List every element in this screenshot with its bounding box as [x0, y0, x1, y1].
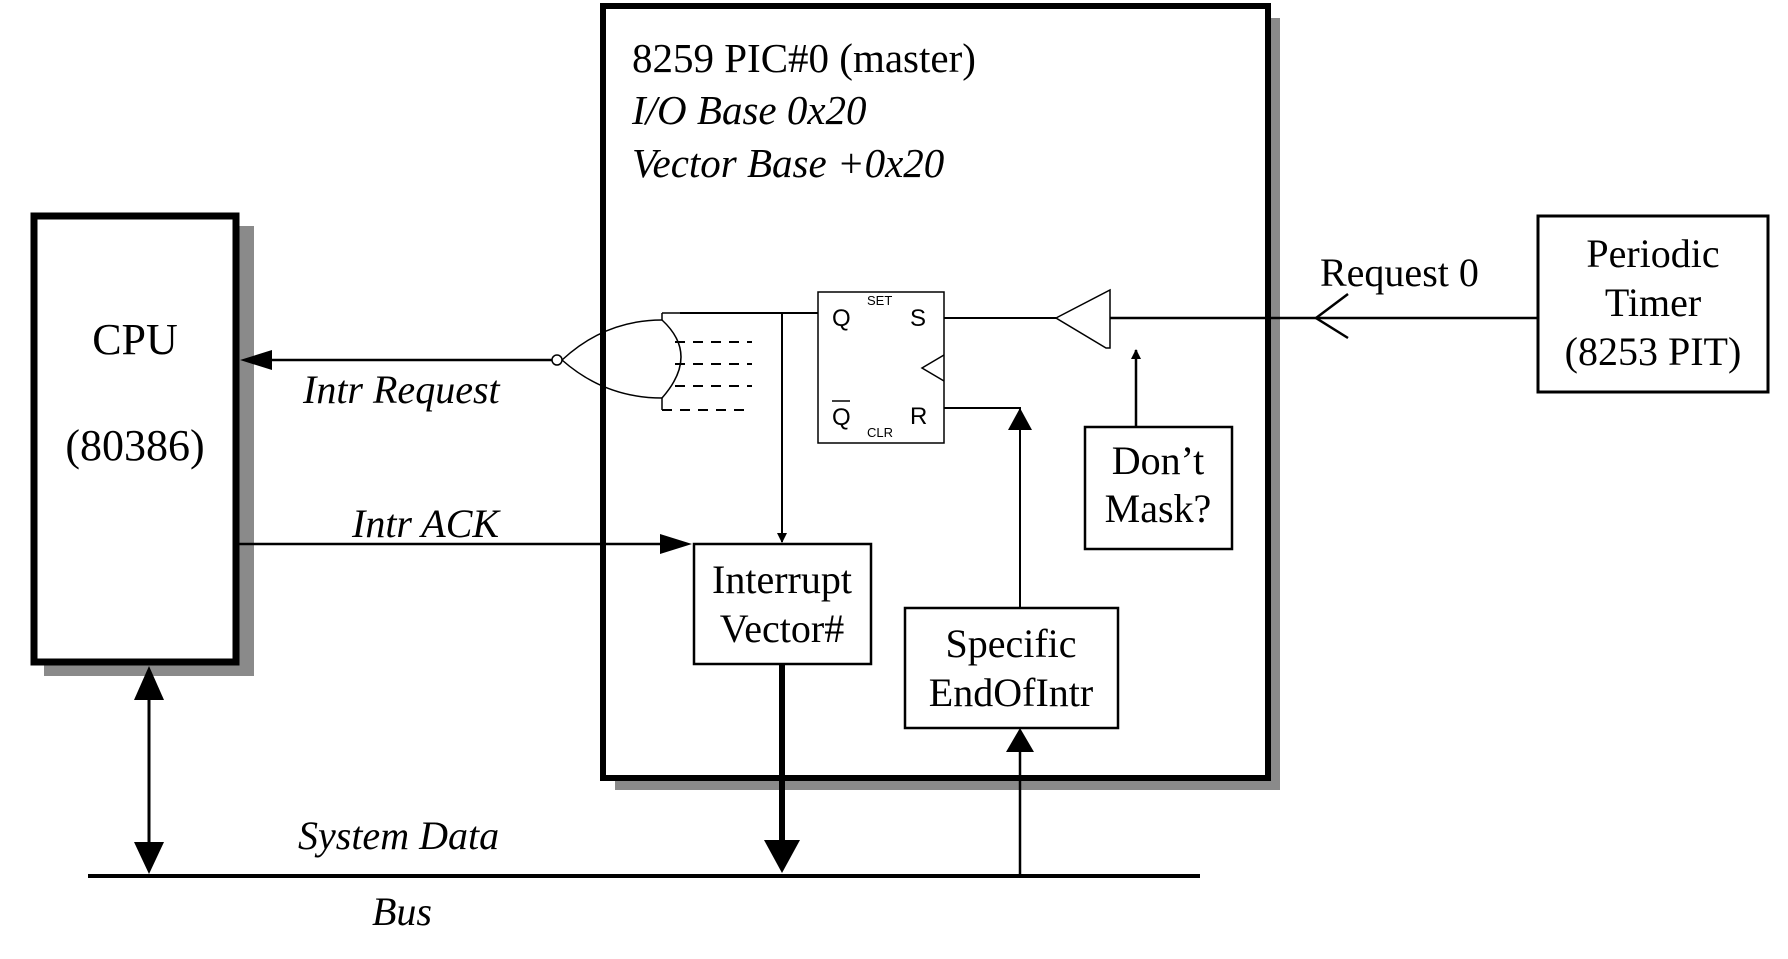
request0-open-arrow — [1313, 293, 1349, 340]
label-bus: Bus — [372, 889, 432, 934]
mask-box — [1083, 425, 1234, 551]
mask-line2: Mask? — [1105, 486, 1212, 531]
flipflop-clr: CLR — [867, 425, 893, 440]
flipflop-qbar: Q — [832, 404, 851, 431]
vector-block: Interrupt Vector# — [692, 542, 873, 666]
pic-title: 8259 PIC#0 (master) — [632, 35, 976, 81]
eoi-line2: EndOfIntr — [929, 670, 1093, 715]
eoi-box — [903, 606, 1120, 730]
flipflop-set: SET — [867, 293, 892, 308]
or-gate-back — [661, 319, 682, 399]
eoi-block: Specific EndOfIntr — [903, 606, 1120, 730]
timer-line2: Timer — [1605, 280, 1701, 325]
bus-to-eoi-arrowhead — [1006, 728, 1034, 752]
eoi-to-reset-arrowhead — [1008, 408, 1032, 430]
label-intr-request: Intr Request — [302, 367, 501, 412]
cpu-bus-arrowhead-down — [134, 842, 164, 874]
vector-line1: Interrupt — [712, 557, 852, 602]
flipflop-s: S — [910, 305, 926, 332]
timer-block: Periodic Timer (8253 PIT) — [1536, 214, 1770, 394]
cpu-block: CPU (80386) — [30, 212, 254, 676]
pic-vector-base: Vector Base +0x20 — [632, 140, 944, 186]
label-request0: Request 0 — [1320, 250, 1479, 295]
vector-to-bus-arrowhead — [764, 840, 800, 873]
mask-block: Don’t Mask? — [1083, 425, 1234, 551]
or-gate — [551, 312, 752, 411]
flipflop-q: Q — [832, 305, 851, 332]
flipflop-clock-notch — [920, 354, 945, 382]
vector-line2: Vector# — [720, 606, 844, 651]
or-gate-bubble — [551, 354, 563, 366]
timer-line3: (8253 PIT) — [1565, 329, 1742, 374]
flipflop: Q SET S Q CLR R — [817, 291, 945, 444]
timer-box — [1536, 214, 1770, 394]
buffer-triangle — [1054, 288, 1111, 349]
timer-line1: Periodic — [1586, 231, 1719, 276]
intr-request-arrowhead — [240, 350, 272, 370]
label-intr-ack: Intr ACK — [351, 501, 501, 546]
or-gate-bottom-curve — [561, 359, 663, 399]
label-system-data: System Data — [298, 813, 499, 858]
flipflop-r: R — [910, 403, 927, 430]
cpu-label: CPU — [92, 315, 178, 364]
cpu-box — [30, 212, 240, 666]
mask-line1: Don’t — [1112, 438, 1205, 483]
intr-ack-arrowhead — [660, 534, 692, 554]
or-gate-top-curve — [561, 319, 663, 361]
cpu-model: (80386) — [65, 421, 204, 470]
vector-box — [692, 542, 873, 666]
cpu-bus-arrowhead-up — [134, 666, 164, 700]
eoi-line1: Specific — [945, 621, 1076, 666]
pic-io-base: I/O Base 0x20 — [631, 87, 867, 133]
